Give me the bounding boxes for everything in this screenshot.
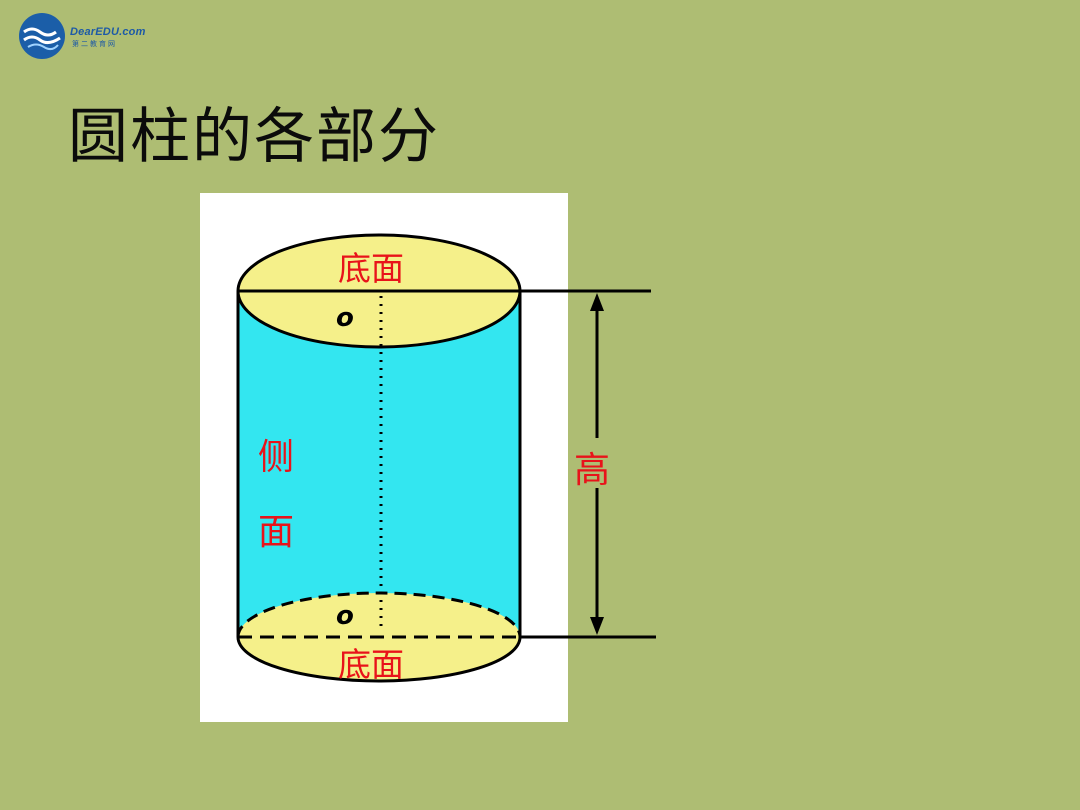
height-label: 高 (574, 450, 611, 491)
bottom-center-mark: o (336, 601, 354, 631)
lateral-label-1: 侧 (258, 437, 295, 478)
bottom-base-label: 底面 (338, 645, 404, 684)
height-arrow-head-up (590, 293, 604, 311)
logo-wave-icon (19, 13, 65, 59)
height-arrow-head-down (590, 617, 604, 635)
top-base-label: 底面 (338, 249, 404, 288)
logo-name: DearEDU.com (70, 26, 146, 38)
lateral-label-2: 面 (258, 512, 295, 553)
lateral-surface (238, 291, 520, 681)
top-center-mark: o (336, 303, 354, 333)
slide-title: 圆柱的各部分 (68, 102, 440, 172)
bottom-base-back-arc (236, 591, 522, 638)
site-logo: DearEDU.com 第二教育网 (18, 12, 168, 62)
logo-subtitle: 第二教育网 (72, 40, 117, 48)
bottom-base-front-arc (236, 636, 522, 683)
